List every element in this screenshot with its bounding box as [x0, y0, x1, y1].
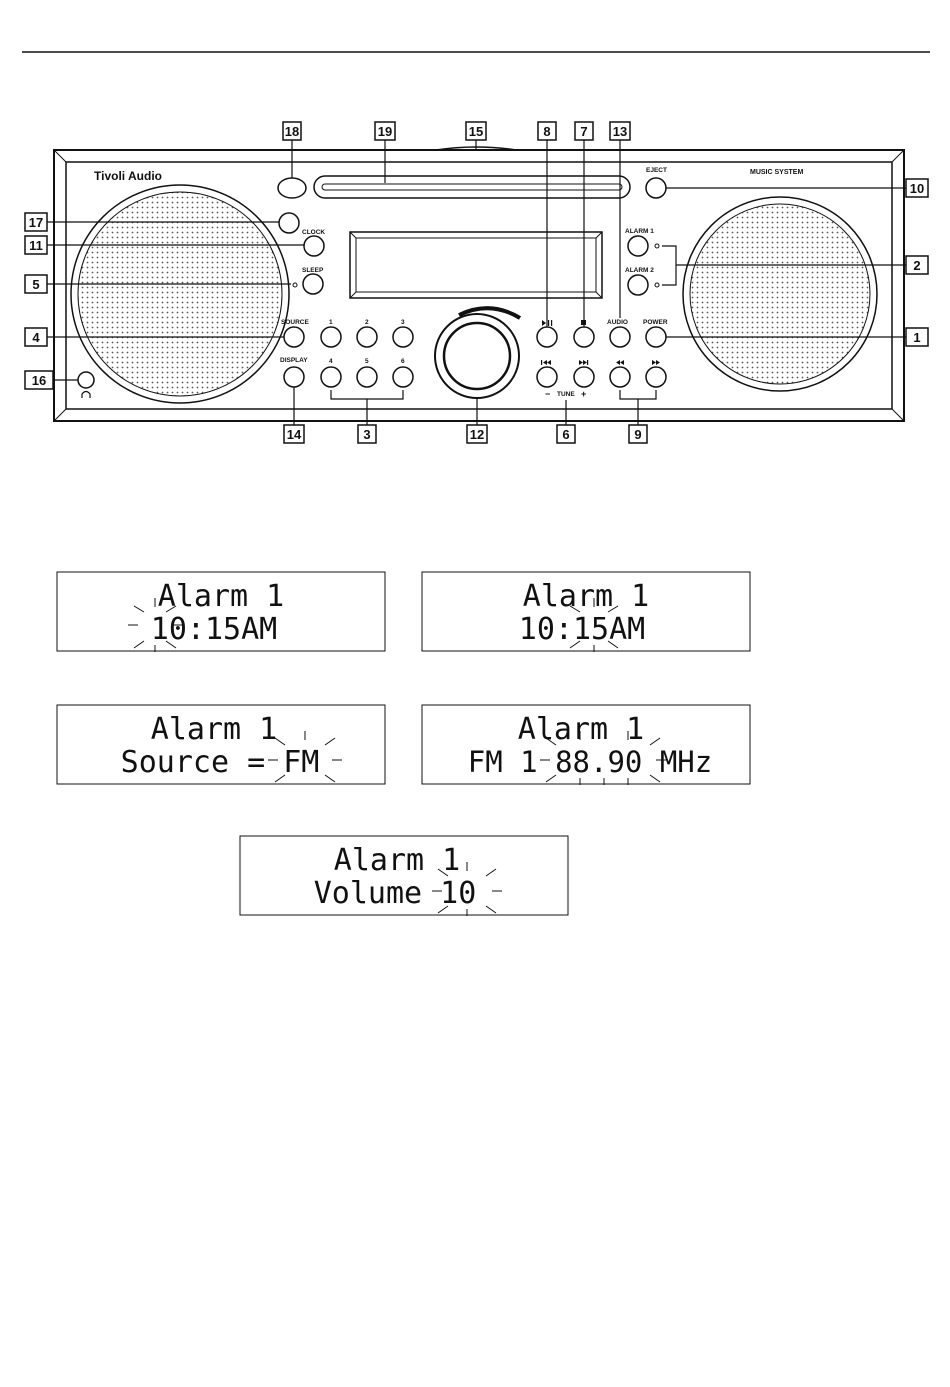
callout-9: 9 — [634, 427, 641, 442]
play-pause-button[interactable] — [537, 327, 557, 347]
clock-button[interactable] — [304, 236, 324, 256]
callout-8: 8 — [543, 124, 550, 139]
lcd-5-line-2: Volume 10 — [314, 876, 477, 911]
lcd-display-5: Alarm 1 Volume 10 — [240, 836, 568, 916]
power-button[interactable] — [646, 327, 666, 347]
callout-2: 2 — [913, 258, 920, 273]
alarm2-button[interactable] — [628, 275, 648, 295]
source-label: SOURCE — [281, 319, 309, 326]
lcd-2-line-2: 10:15AM — [519, 612, 645, 647]
preset-button-1[interactable] — [321, 327, 341, 347]
brand-label: Tivoli Audio — [94, 169, 162, 183]
alarm1-button[interactable] — [628, 236, 648, 256]
preset-label-5: 5 — [365, 358, 369, 365]
callout-14: 14 — [287, 427, 302, 442]
callout-1: 1 — [913, 330, 920, 345]
tune-up-button[interactable] — [574, 367, 594, 387]
preset-button-4[interactable] — [321, 367, 341, 387]
alarm2-led — [655, 283, 659, 287]
snooze-button[interactable] — [279, 213, 299, 233]
alarm1-label: ALARM 1 — [625, 228, 654, 235]
preset-button-2[interactable] — [357, 327, 377, 347]
preset-label-4: 4 — [329, 358, 333, 365]
preset-button-3[interactable] — [393, 327, 413, 347]
callout-4: 4 — [32, 330, 40, 345]
headphone-jack[interactable] — [78, 372, 94, 388]
tune-down-button[interactable] — [537, 367, 557, 387]
lcd-3-line-1: Alarm 1 — [151, 712, 277, 747]
source-button[interactable] — [284, 327, 304, 347]
callout-5: 5 — [32, 277, 39, 292]
lcd-2-line-1: Alarm 1 — [523, 579, 649, 614]
callout-7: 7 — [580, 124, 587, 139]
lcd-display-2: Alarm 1 10:15AM — [422, 572, 750, 652]
callout-13: 13 — [613, 124, 627, 139]
sensor-window — [278, 178, 306, 198]
tune-plus-label: + — [581, 389, 586, 399]
alarm2-label: ALARM 2 — [625, 267, 654, 274]
sleep-button[interactable] — [303, 274, 323, 294]
lcd-3-line-2: Source = FM — [121, 745, 320, 780]
callout-19: 19 — [378, 124, 392, 139]
eject-label: EJECT — [646, 167, 667, 174]
eject-button[interactable] — [646, 178, 666, 198]
lcd-1-line-1: Alarm 1 — [158, 579, 284, 614]
preset-label-2: 2 — [365, 319, 369, 326]
cd-slot[interactable] — [314, 176, 630, 198]
display-label: DISPLAY — [280, 357, 308, 364]
callout-11: 11 — [29, 238, 43, 253]
preset-label-1: 1 — [329, 319, 333, 326]
lcd-4-line-2: FM 1 88.90 MHz — [468, 745, 712, 779]
sleep-led — [293, 283, 297, 287]
preset-label-3: 3 — [401, 319, 405, 326]
callout-15: 15 — [469, 124, 483, 139]
lcd-display-3: Alarm 1 Source = FM — [57, 705, 385, 784]
tune-label: TUNE — [557, 391, 575, 398]
main-display-window — [350, 232, 602, 298]
callout-18: 18 — [285, 124, 299, 139]
lcd-display-1: Alarm 1 10:15AM — [57, 572, 385, 652]
model-label: MUSIC SYSTEM — [750, 169, 803, 176]
preset-button-5[interactable] — [357, 367, 377, 387]
sleep-label: SLEEP — [302, 267, 324, 274]
callout-6: 6 — [562, 427, 569, 442]
preset-button-6[interactable] — [393, 367, 413, 387]
tune-minus-label: − — [545, 389, 550, 399]
lcd-display-4: Alarm 1 FM 1 88.90 MHz — [422, 705, 750, 785]
callout-10: 10 — [910, 181, 924, 196]
callout-3: 3 — [363, 427, 370, 442]
power-label: POWER — [643, 319, 668, 326]
clock-label: CLOCK — [302, 229, 325, 236]
stop-button[interactable] — [574, 327, 594, 347]
rewind-button[interactable] — [610, 367, 630, 387]
audio-label: AUDIO — [607, 319, 628, 326]
display-button[interactable] — [284, 367, 304, 387]
callout-12: 12 — [470, 427, 484, 442]
lcd-4-line-1: Alarm 1 — [518, 712, 644, 747]
lcd-5-line-1: Alarm 1 — [334, 843, 460, 878]
lcd-1-line-2: 10:15AM — [151, 612, 277, 647]
alarm1-led — [655, 244, 659, 248]
preset-label-6: 6 — [401, 358, 405, 365]
callout-16: 16 — [32, 373, 46, 388]
audio-button[interactable] — [610, 327, 630, 347]
fast-forward-button[interactable] — [646, 367, 666, 387]
callout-17: 17 — [29, 215, 43, 230]
